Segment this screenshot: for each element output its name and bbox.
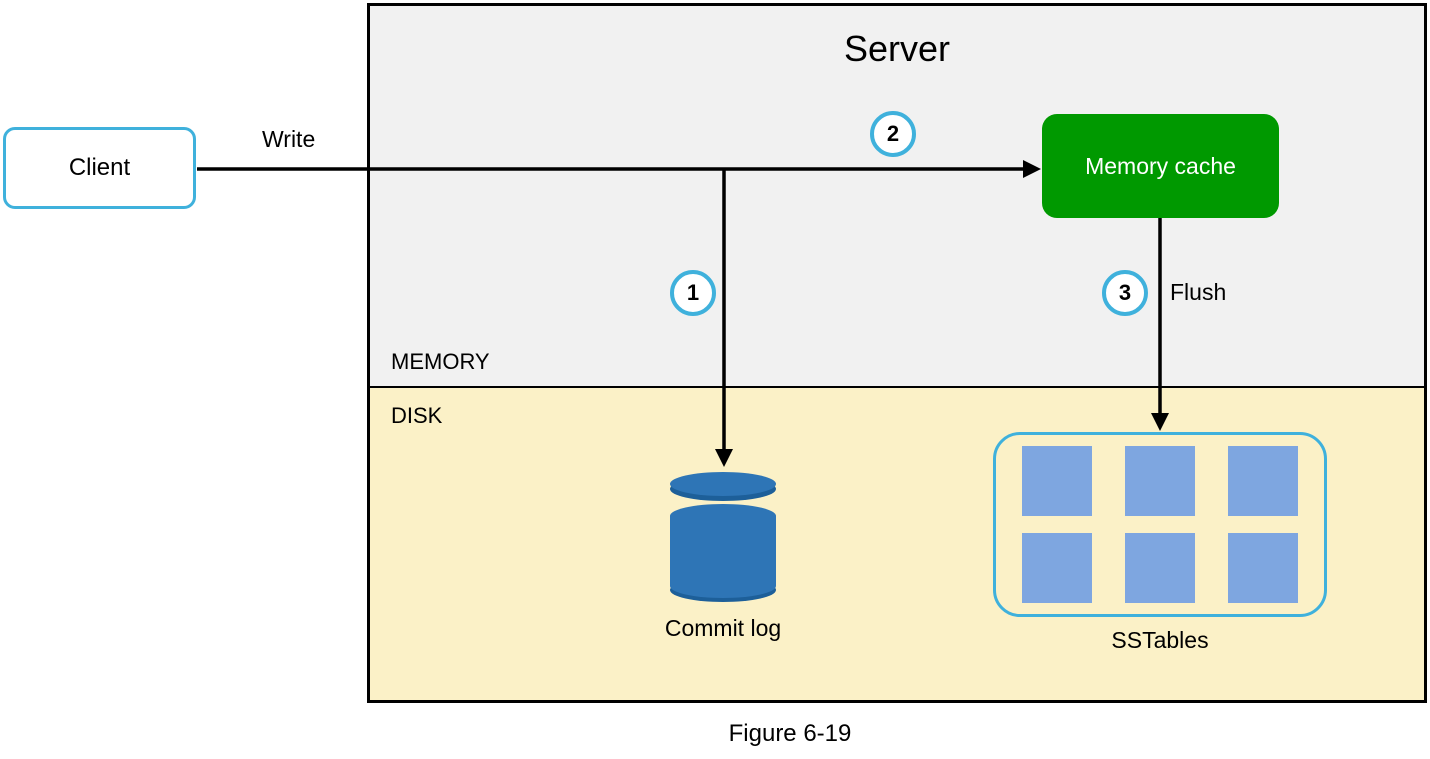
sstable-square bbox=[1125, 446, 1195, 516]
sstables-label: SSTables bbox=[1111, 627, 1209, 653]
step-3-badge: 3 bbox=[1102, 270, 1148, 316]
client-node: Client bbox=[3, 127, 196, 209]
sstables-node bbox=[993, 432, 1327, 617]
memory-section-label: MEMORY bbox=[391, 349, 490, 374]
step-1-badge: 1 bbox=[670, 270, 716, 316]
sstable-square bbox=[1228, 533, 1298, 603]
sstable-square bbox=[1228, 446, 1298, 516]
commit-log-label: Commit log bbox=[664, 615, 782, 641]
sstable-square bbox=[1022, 446, 1092, 516]
memory-cache-node: Memory cache bbox=[1042, 114, 1279, 218]
sstable-square bbox=[1125, 533, 1195, 603]
step-2-badge: 2 bbox=[870, 111, 916, 157]
server-title: Server bbox=[843, 28, 951, 69]
figure-caption: Figure 6-19 bbox=[728, 720, 852, 747]
sstable-square bbox=[1022, 533, 1092, 603]
flush-edge-label: Flush bbox=[1170, 279, 1227, 305]
write-edge-label: Write bbox=[262, 126, 316, 152]
disk-section-label: DISK bbox=[391, 403, 443, 428]
